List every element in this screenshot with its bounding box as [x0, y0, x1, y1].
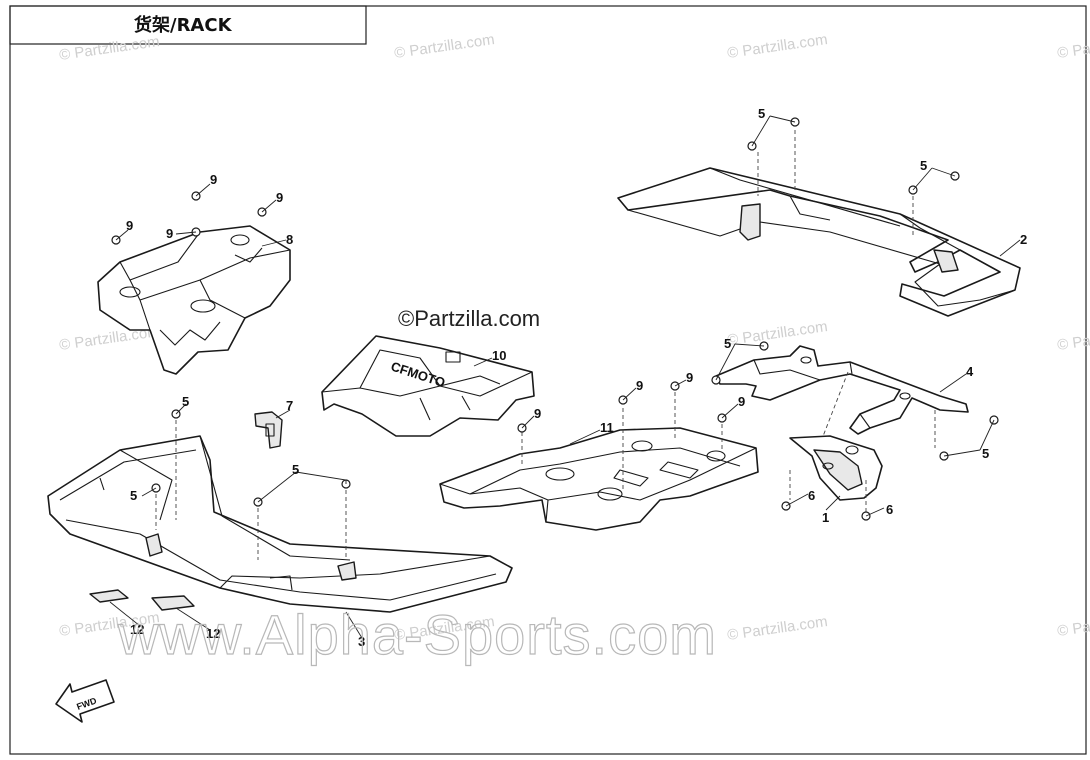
callout-3: 3 [358, 634, 365, 649]
callout-9: 9 [166, 226, 173, 241]
callout-9: 9 [686, 370, 693, 385]
leader-lines [109, 115, 1021, 639]
callout-9: 9 [636, 378, 643, 393]
part-2-front-rack [617, 130, 1021, 317]
callout-8: 8 [286, 232, 293, 247]
large-watermark: www.Alpha-Sports.com [117, 603, 717, 666]
watermark-text: © Partzilla.com [726, 31, 828, 62]
page-frame [9, 5, 1087, 755]
callout-12: 12 [130, 622, 144, 637]
callout-2: 2 [1020, 232, 1027, 247]
part-11-rack-platform [439, 392, 759, 531]
callout-9: 9 [276, 190, 283, 205]
diagram-title: 货架/RACK [134, 14, 233, 36]
callout-5: 5 [982, 446, 989, 461]
watermark-text: © Partzilla.com [393, 31, 495, 62]
callout-6: 6 [886, 502, 893, 517]
part-8-rear-cover [97, 225, 291, 375]
part-10-center-cover: CFMOTO [321, 335, 535, 437]
watermark-text: © Partzilla.com [58, 33, 160, 64]
watermark-text: © Partzilla.com [1056, 323, 1090, 354]
callout-5: 5 [920, 158, 927, 173]
callout-9: 9 [534, 406, 541, 421]
callout-5: 5 [292, 462, 299, 477]
part-4-support-bracket [715, 345, 969, 448]
callout-9: 9 [738, 394, 745, 409]
watermark-text: © Partzilla.com [1056, 609, 1090, 640]
title-box [9, 5, 367, 45]
callout-5: 5 [130, 488, 137, 503]
fwd-arrow-icon: FWD [55, 679, 115, 723]
callout-5: 5 [724, 336, 731, 351]
part-7-bracket [254, 411, 283, 449]
watermark-text: © Partzilla.com [726, 613, 828, 644]
callout-9: 9 [126, 218, 133, 233]
callout-1: 1 [822, 510, 829, 525]
callout-4: 4 [966, 364, 974, 379]
callout-12: 12 [206, 626, 220, 641]
callout-10: 10 [492, 348, 506, 363]
part-3-rear-rack [47, 420, 513, 613]
callout-11: 11 [600, 420, 614, 435]
callout-6: 6 [808, 488, 815, 503]
center-watermark: ©Partzilla.com [398, 306, 540, 331]
callout-7: 7 [286, 398, 293, 413]
part-12-pads [89, 589, 195, 611]
callout-labels: 9 9 9 9 8 5 5 2 10 5 4 7 9 9 9 9 11 5 5 … [126, 106, 1027, 649]
part-1-tail-guard [789, 435, 883, 512]
callout-9: 9 [210, 172, 217, 187]
watermark-text: © Partzilla.com [1056, 31, 1090, 62]
callout-5: 5 [182, 394, 189, 409]
callout-5: 5 [758, 106, 765, 121]
